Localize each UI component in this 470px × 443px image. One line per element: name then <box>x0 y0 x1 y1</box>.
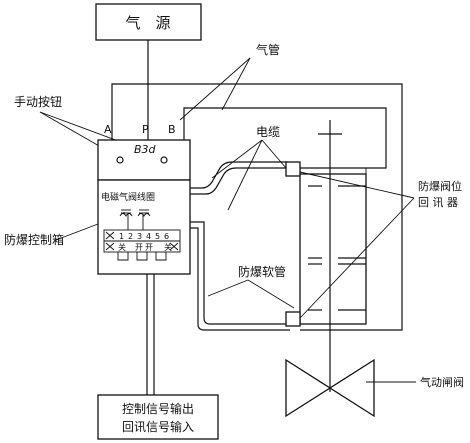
feedback-leader-2 <box>299 197 415 319</box>
coil-wave-1 <box>119 213 133 217</box>
air-pipe-a <box>111 83 403 331</box>
air-pipe-b <box>183 107 387 169</box>
terminal-3: 3 <box>137 232 142 241</box>
coil-wires <box>123 212 144 230</box>
solenoid-coil-label: 电磁气阀线圈 <box>101 191 155 203</box>
cable-leader-1 <box>211 139 263 179</box>
manual-button-right <box>160 156 168 164</box>
actuator-cylinder <box>299 173 367 325</box>
terminal-x-left <box>105 231 115 240</box>
gate-valve-left <box>285 358 332 418</box>
cable-bottom-2 <box>190 227 290 331</box>
feedback-switch-top <box>285 161 301 177</box>
cable-label: 电缆 <box>256 125 280 139</box>
terminal-5: 5 <box>155 232 160 241</box>
terminal-state-1: 关 <box>118 242 126 252</box>
terminal-state-3: 开 <box>145 243 153 252</box>
terminal-6: 6 <box>164 232 169 241</box>
control-box-leader <box>55 223 99 241</box>
air-pipe-label: 气管 <box>256 42 280 57</box>
coil-wave-2 <box>137 213 151 217</box>
air-source-box <box>95 3 202 41</box>
air-source-label: 气 源 <box>125 14 170 32</box>
explosion-control-box <box>97 179 191 275</box>
cable-leader-2 <box>227 139 263 211</box>
signal-input-label: 回讯信号输入 <box>122 419 194 434</box>
cable-top-1 <box>190 161 288 189</box>
manual-button-label: 手动按钮 <box>14 94 62 109</box>
terminal-1: 1 <box>119 232 124 241</box>
port-p-label: P <box>142 123 149 136</box>
feedback-switch-bottom <box>285 311 301 327</box>
feedback-leader-1 <box>299 171 415 199</box>
hose-leader-2 <box>247 279 295 309</box>
cable-top-2 <box>190 167 288 195</box>
feedback-label-line2: 回 讯 器 <box>418 196 458 209</box>
air-pipe-leader-1 <box>179 57 251 121</box>
cable-leader-3 <box>261 139 287 169</box>
terminal-x-right <box>169 242 179 251</box>
hose-leader-1 <box>207 279 249 297</box>
cable-bottom-1 <box>190 221 290 325</box>
box-model-label: B3d <box>134 143 157 156</box>
terminal-x-left-2 <box>105 242 115 251</box>
gate-valve-right <box>328 358 375 418</box>
port-b-label: B <box>168 123 176 136</box>
terminal-wires <box>117 252 167 261</box>
terminal-state-4: 关 <box>164 242 172 252</box>
terminal-4: 4 <box>146 232 151 241</box>
explosion-hose-label: 防爆软管 <box>238 264 286 279</box>
feedback-label-line1: 防爆阀位 <box>418 179 462 193</box>
signal-io-box <box>97 394 219 440</box>
gate-valve-label: 气动闸阀 <box>420 375 464 389</box>
port-a-label: A <box>104 123 112 136</box>
signal-output-label: 控制信号输出 <box>122 401 194 416</box>
terminal-2: 2 <box>128 232 133 241</box>
manual-button-left <box>116 156 124 164</box>
terminal-state-2: 开 <box>135 243 143 252</box>
control-box-label: 防爆控制箱 <box>4 232 64 247</box>
